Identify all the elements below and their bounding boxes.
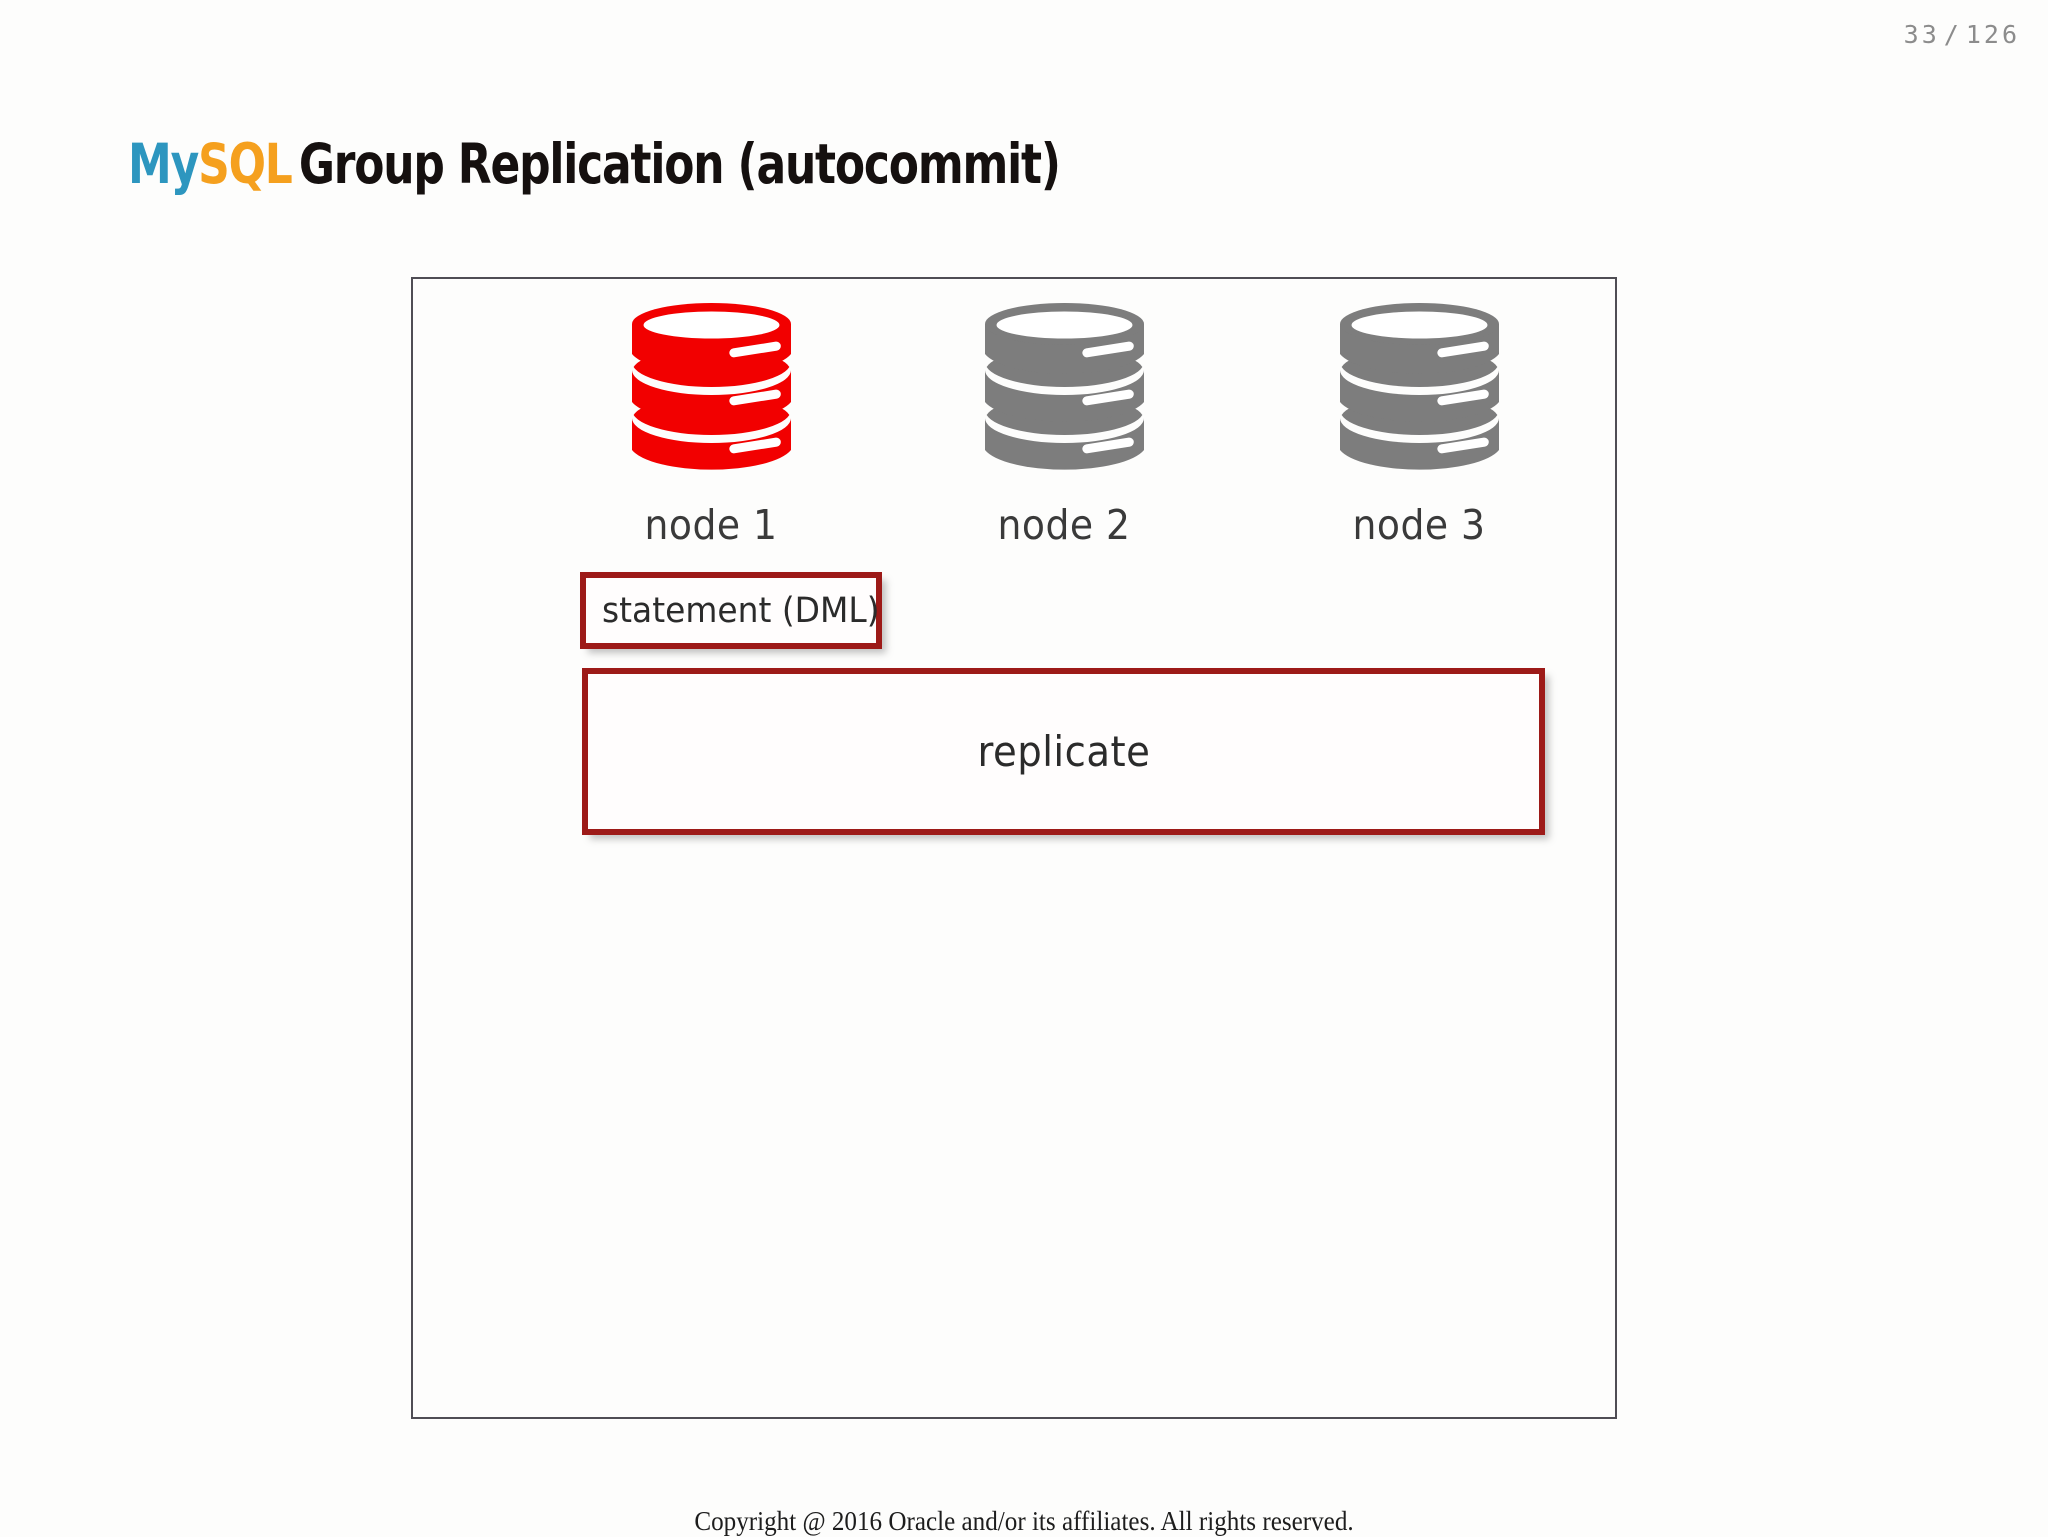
page-counter: 33/126 [1904,20,2020,49]
title-brand-my: My [128,132,199,196]
node-2-label: node 2 [997,501,1131,549]
node-3: node 3 [1299,300,1539,549]
page-separator: / [1943,20,1962,49]
database-icon [1339,303,1499,470]
node-1-label: node 1 [644,501,778,549]
database-icon [631,303,791,470]
page-current: 33 [1903,20,1940,49]
node-3-label: node 3 [1352,501,1486,549]
footer-copyright: Copyright @ 2016 Oracle and/or its affil… [694,1506,1354,1536]
diagram-frame [411,277,1617,1419]
database-icon [984,303,1144,470]
replicate-box: replicate [582,668,1545,835]
statement-dml-label: statement (DML) [602,590,880,631]
replicate-label: replicate [977,727,1150,776]
title-rest: Group Replication (autocommit) [298,132,1061,196]
node-2: node 2 [944,300,1184,549]
page-total: 126 [1965,20,2020,49]
title-brand-sql: SQL [198,132,293,196]
node-1: node 1 [591,300,831,549]
statement-dml-box: statement (DML) [580,572,882,649]
node-row: node 1 node 2 [411,300,1617,560]
